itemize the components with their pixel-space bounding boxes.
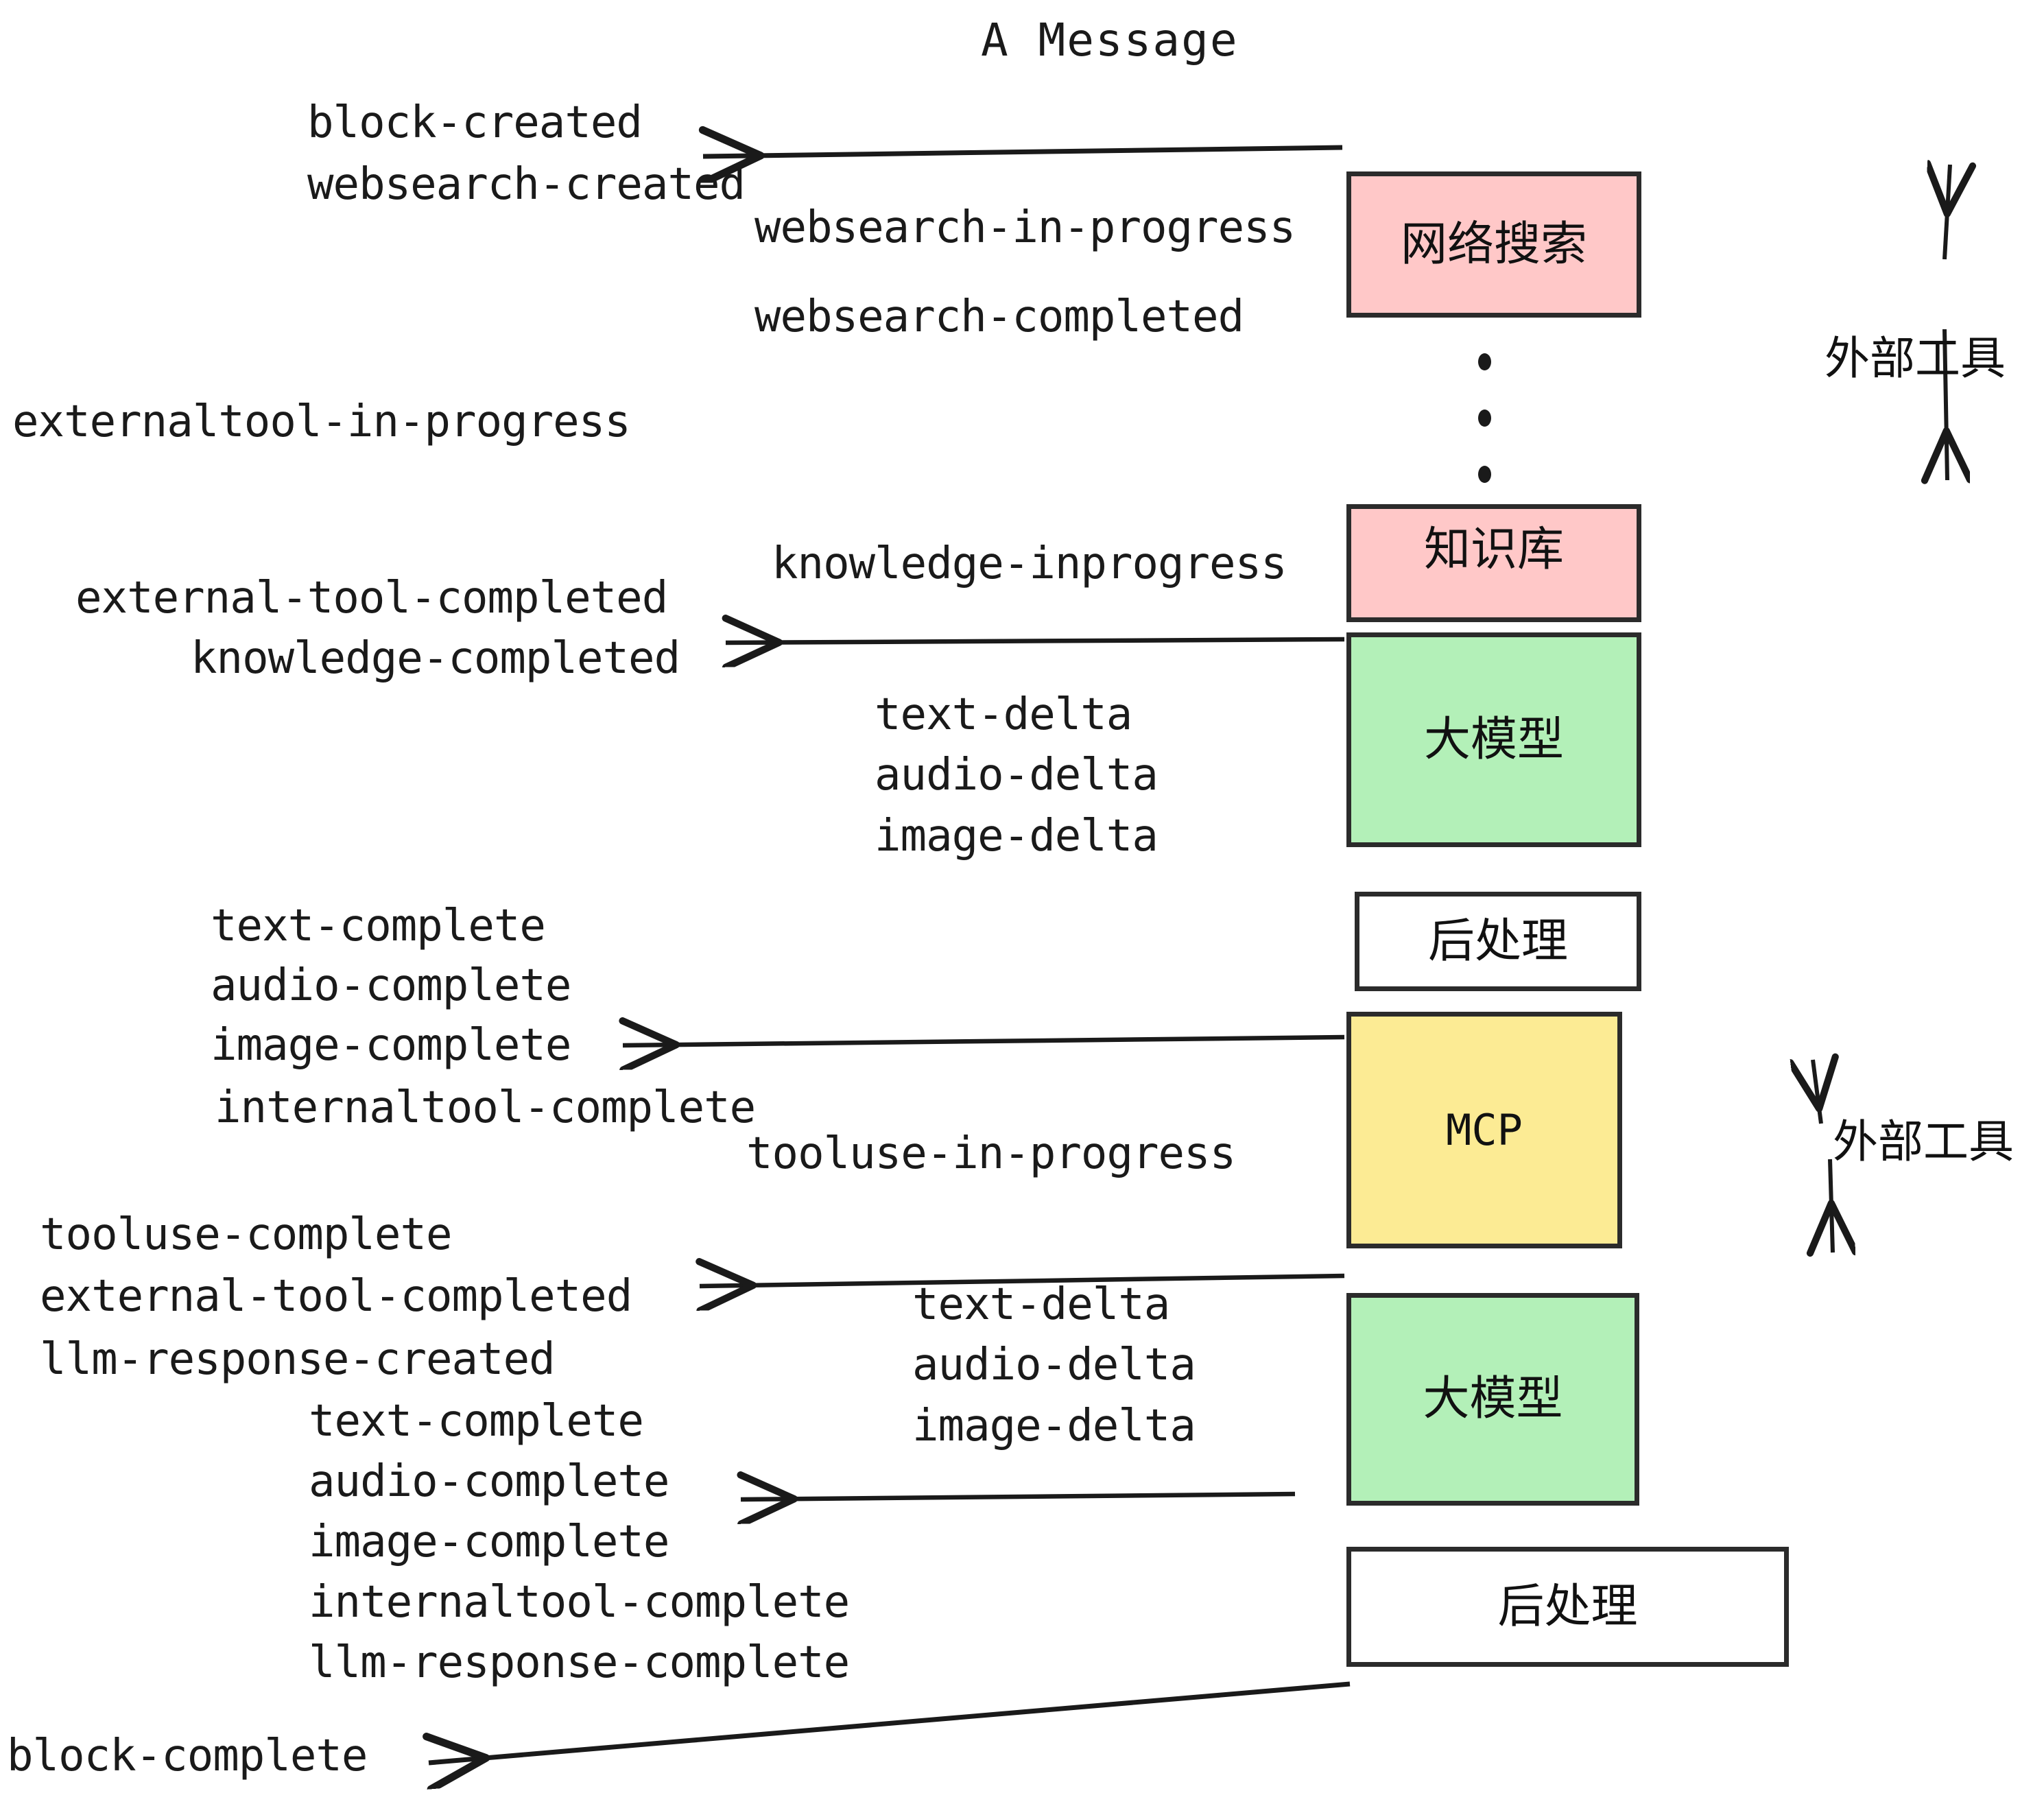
node-postprocess-1-label: 后处理 [1427,914,1568,969]
arrow-postprocess1-to-image-complete [623,1037,1345,1045]
event-text-delta-2: text-delta [912,1279,1170,1330]
event-tooluse-in-progress: tooluse-in-progress [746,1128,1236,1179]
event-tooluse-complete: tooluse-complete [40,1209,452,1260]
event-text-complete-2: text-complete [309,1396,644,1447]
arrow-llm2-to-audio-complete [741,1494,1296,1499]
ellipsis-dot [1478,466,1491,483]
node-websearch-label: 网络搜索 [1400,217,1587,272]
page-title: A Message [981,14,1239,67]
event-text-complete-1: text-complete [211,901,546,951]
event-audio-complete-1: audio-complete [211,960,571,1011]
event-image-complete-1: image-complete [211,1020,571,1071]
node-llm-2-label: 大模型 [1423,1372,1563,1426]
event-knowledge-inprogress: knowledge-inprogress [772,538,1287,589]
event-external-tool-completed-1: external-tool-completed [75,573,668,624]
event-audio-complete-2: audio-complete [309,1456,669,1507]
event-websearch-created: websearch-created [307,159,746,210]
node-websearch[interactable]: 网络搜索 [1346,171,1641,318]
event-audio-delta-2: audio-delta [912,1340,1196,1390]
node-knowledge[interactable]: 知识库 [1346,504,1641,622]
event-image-delta-2: image-delta [912,1401,1196,1451]
label-external-tools-bottom: 外部工具 [1833,1115,2014,1168]
node-llm-1[interactable]: 大模型 [1346,632,1641,847]
ellipsis-dot [1478,353,1491,370]
event-image-delta-1: image-delta [875,811,1158,862]
event-external-tool-completed-2: external-tool-completed [40,1271,632,1322]
event-block-complete: block-complete [7,1731,368,1781]
node-postprocess-2[interactable]: 后处理 [1346,1547,1789,1667]
event-audio-delta-1: audio-delta [875,750,1158,800]
event-internaltool-complete-2: internaltool-complete [309,1577,850,1628]
event-text-delta-1: text-delta [875,689,1132,740]
node-postprocess-1[interactable]: 后处理 [1355,892,1641,991]
event-image-complete-2: image-complete [309,1517,669,1567]
arrow-external-tools-top-up [1945,165,1950,260]
vertical-ellipsis [1478,353,1491,522]
event-llm-response-complete: llm-response-complete [309,1637,850,1688]
arrow-knowledge-to-knowledge-completed [726,639,1345,643]
event-knowledge-completed: knowledge-completed [191,633,680,684]
event-websearch-completed: websearch-completed [754,292,1244,342]
arrow-external-tools-bottom-up [1813,1060,1821,1124]
arrow-postprocess2-to-block-complete [429,1681,1351,1763]
arrow-external-tools-bottom-down [1830,1159,1833,1253]
node-postprocess-2-label: 后处理 [1497,1579,1638,1634]
node-llm-2[interactable]: 大模型 [1346,1293,1639,1506]
event-block-created: block-created [307,97,643,148]
node-mcp[interactable]: MCP [1346,1012,1622,1248]
label-external-tools-top: 外部工具 [1825,332,2006,385]
arrow-websearch-to-block-created [703,147,1343,156]
node-knowledge-label: 知识库 [1423,523,1564,577]
node-mcp-label: MCP [1446,1104,1523,1155]
event-externaltool-in-progress: externaltool-in-progress [12,396,631,447]
event-internaltool-complete-1: internaltool-complete [215,1082,756,1133]
node-llm-1-label: 大模型 [1423,712,1564,767]
event-llm-response-created: llm-response-created [40,1334,556,1385]
ellipsis-dot [1478,410,1491,427]
event-websearch-in-progress: websearch-in-progress [754,202,1296,253]
